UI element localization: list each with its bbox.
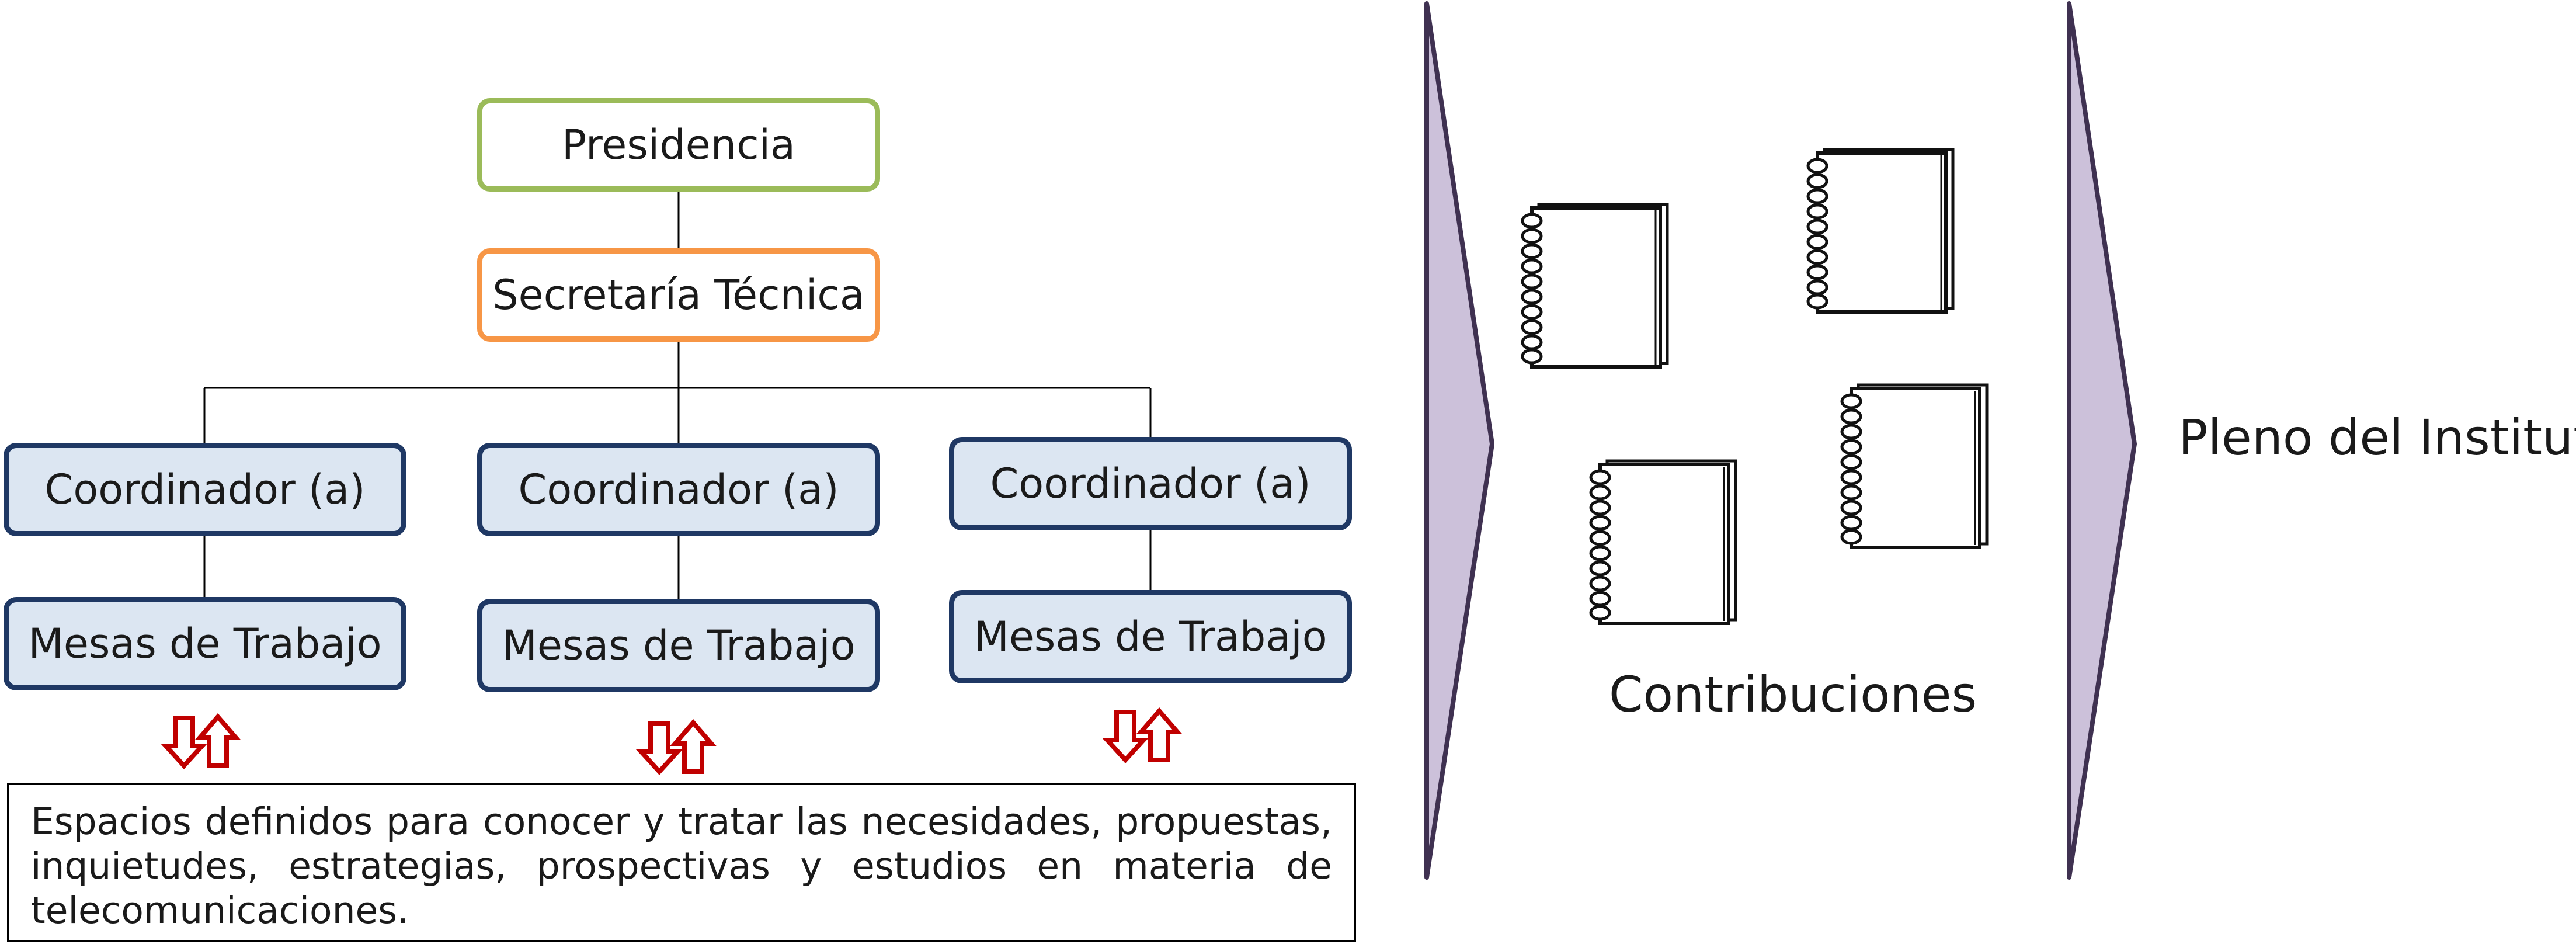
notebook-icon — [1591, 461, 1736, 623]
up-down-arrows-icon — [1107, 711, 1177, 760]
presidencia-box: Presidencia — [477, 98, 880, 192]
secretaria-label: Secretaría Técnica — [492, 271, 865, 319]
contributions-label: Contribuciones — [1609, 666, 1977, 723]
up-down-arrows-icon — [166, 717, 236, 766]
coordinador-box-1: Coordinador (a) — [4, 443, 406, 536]
coordinador-label: Coordinador (a) — [44, 466, 366, 513]
secretaria-box: Secretaría Técnica — [477, 248, 880, 342]
mesas-label: Mesas de Trabajo — [28, 620, 382, 668]
mesas-box-1: Mesas de Trabajo — [4, 597, 406, 690]
chevron-arrow — [1424, 1, 1494, 880]
destination-label: Pleno del Instituto — [2178, 409, 2576, 466]
mesas-box-3: Mesas de Trabajo — [949, 590, 1352, 683]
coordinador-box-3: Coordinador (a) — [949, 437, 1352, 530]
mesas-label: Mesas de Trabajo — [502, 622, 856, 669]
presidencia-label: Presidencia — [562, 121, 795, 169]
notebook-icon — [1808, 150, 1953, 312]
description-box: Espacios definidos para conocer y tratar… — [7, 783, 1356, 942]
coordinador-label: Coordinador (a) — [518, 466, 839, 513]
up-down-arrows-icon — [641, 723, 711, 772]
mesas-label: Mesas de Trabajo — [974, 613, 1327, 661]
notebook-icon — [1522, 204, 1667, 367]
org-connectors — [203, 192, 1152, 599]
description-text: Espacios definidos para conocer y tratar… — [31, 800, 1332, 932]
coordinador-label: Coordinador (a) — [990, 460, 1311, 508]
coordinador-box-2: Coordinador (a) — [477, 443, 880, 536]
chevron-arrow — [2067, 1, 2137, 880]
notebook-icon — [1842, 385, 1987, 547]
mesas-box-2: Mesas de Trabajo — [477, 599, 880, 692]
